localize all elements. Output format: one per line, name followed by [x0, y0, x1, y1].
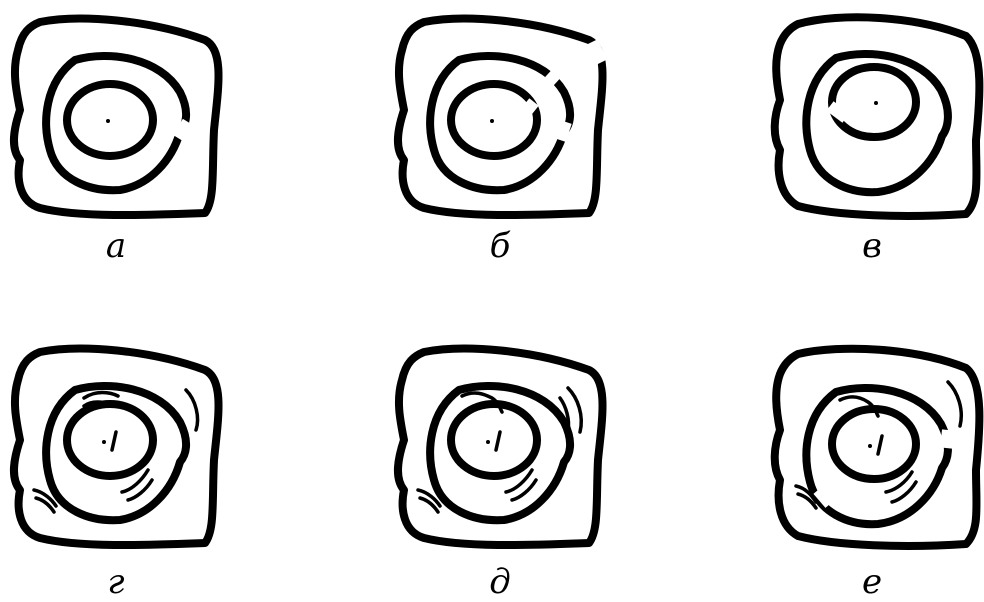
panel-label: в	[756, 226, 984, 266]
crack-line	[878, 436, 882, 454]
crack-line	[112, 432, 116, 450]
panel-v: в	[756, 10, 984, 250]
panel-label: б	[384, 226, 616, 266]
crack-line	[948, 382, 961, 426]
center-dot	[490, 119, 494, 123]
center-dot	[486, 440, 490, 444]
panel-label: д	[384, 562, 616, 602]
inner-ring	[832, 67, 916, 137]
center-dot	[106, 119, 110, 123]
inner-ring	[832, 409, 916, 479]
concentric-rings-drawing-b	[384, 10, 616, 230]
concentric-rings-drawing-a	[0, 10, 232, 230]
panel-label: г	[0, 562, 232, 602]
crack-line	[186, 390, 198, 430]
crack-line	[496, 432, 500, 450]
panel-e: е	[756, 340, 984, 580]
middle-ring	[806, 54, 948, 192]
inner-ring	[451, 84, 537, 156]
panel-g: г	[0, 340, 232, 580]
center-dot	[102, 440, 106, 444]
crack-line	[892, 482, 916, 502]
panel-d: д	[384, 340, 616, 580]
center-dot	[868, 444, 872, 448]
panel-label: а	[0, 226, 232, 266]
center-dot	[874, 101, 878, 105]
inner-ring	[67, 84, 153, 156]
panel-a: а	[0, 10, 232, 250]
panel-b: б	[384, 10, 616, 250]
concentric-rings-drawing-e	[756, 340, 984, 560]
crack-line	[84, 393, 118, 399]
panel-label: е	[756, 562, 984, 602]
concentric-rings-drawing-v	[756, 10, 984, 230]
concentric-rings-drawing-g	[0, 340, 232, 560]
inner-ring	[67, 404, 153, 476]
inner-ring	[451, 404, 537, 476]
concentric-rings-drawing-d	[384, 340, 616, 560]
